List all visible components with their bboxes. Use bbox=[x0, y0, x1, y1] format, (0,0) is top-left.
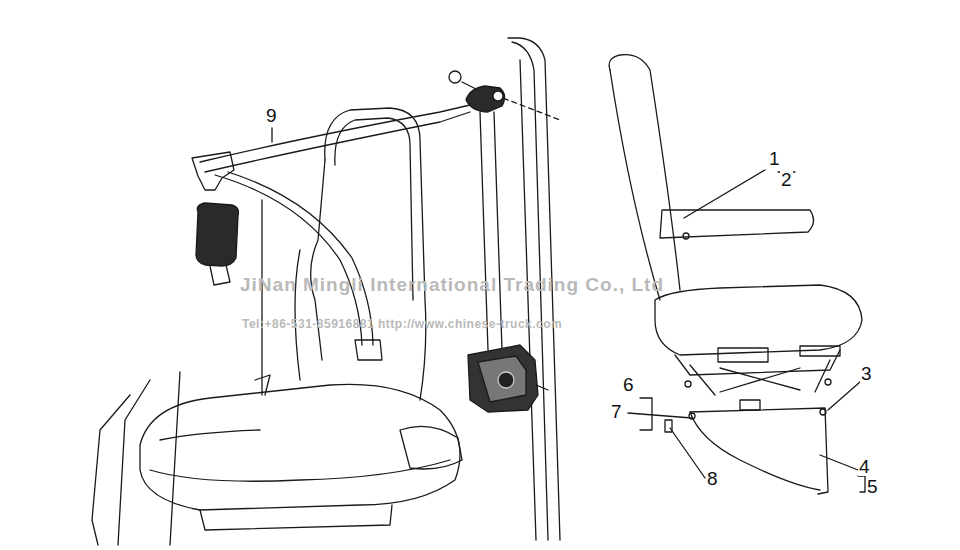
seat-back bbox=[311, 160, 325, 360]
belt-anchor bbox=[355, 340, 382, 360]
leader-line bbox=[820, 455, 858, 470]
seat-line bbox=[255, 375, 270, 395]
callout-number: 7 bbox=[610, 402, 623, 421]
seat-back bbox=[295, 250, 300, 380]
seat-frame bbox=[690, 360, 830, 395]
leader-line bbox=[628, 413, 692, 418]
belt-webbing bbox=[494, 112, 502, 350]
buckle bbox=[210, 265, 230, 285]
retractor bbox=[478, 356, 526, 402]
callout-number: 8 bbox=[706, 469, 719, 488]
seat-cushion bbox=[160, 430, 260, 440]
seat-back bbox=[335, 118, 413, 300]
leader-bracket bbox=[858, 476, 865, 492]
belt-webbing bbox=[205, 112, 470, 172]
retractor bbox=[498, 372, 514, 388]
bolt bbox=[449, 71, 461, 83]
cab-line bbox=[170, 372, 180, 545]
callout-number: 1 bbox=[768, 149, 781, 168]
leader-line bbox=[828, 382, 860, 410]
seat-back bbox=[610, 70, 660, 300]
upper-anchor bbox=[493, 91, 503, 101]
belt-webbing bbox=[480, 112, 488, 350]
retractor bbox=[468, 345, 538, 412]
seat-cushion bbox=[655, 285, 862, 355]
seat-line bbox=[261, 200, 262, 395]
watermark: JiNan Mingli International Trading Co., … bbox=[240, 275, 664, 294]
callout-number: 9 bbox=[265, 106, 278, 125]
slider bbox=[718, 348, 768, 362]
cab-line bbox=[92, 395, 130, 545]
seat-back bbox=[325, 108, 426, 400]
bolt bbox=[685, 381, 691, 387]
watermark: Tel:+86-531-85916881 http://www.chinese-… bbox=[242, 318, 562, 330]
callout-number: 2 bbox=[780, 170, 793, 189]
retractor-bolt bbox=[536, 385, 548, 390]
leader-line bbox=[670, 428, 705, 478]
belt-guide bbox=[192, 152, 234, 190]
buckle bbox=[196, 203, 238, 266]
bolt bbox=[825, 379, 831, 385]
armrest bbox=[683, 233, 689, 239]
upper-anchor bbox=[466, 86, 505, 112]
callout-number: 4 bbox=[858, 457, 871, 476]
callout-number: 3 bbox=[860, 364, 873, 383]
seat-cushion bbox=[150, 460, 450, 481]
slider bbox=[800, 346, 840, 356]
leader-line bbox=[271, 128, 272, 142]
mount-plate bbox=[690, 408, 828, 494]
leader-line bbox=[684, 170, 765, 218]
cab-line bbox=[118, 380, 150, 545]
leader-bracket bbox=[640, 398, 652, 430]
door-frame bbox=[520, 60, 536, 540]
armrest bbox=[660, 210, 814, 238]
mount-plate bbox=[740, 400, 760, 410]
mount-plate bbox=[690, 412, 820, 490]
seat-cushion bbox=[140, 384, 460, 510]
seat-base bbox=[200, 505, 392, 530]
belt-webbing bbox=[200, 105, 470, 162]
seat-back bbox=[609, 55, 680, 290]
callout-number: 6 bbox=[622, 375, 635, 394]
seat-handle bbox=[400, 426, 462, 469]
bolt bbox=[820, 409, 826, 415]
callout-number: 5 bbox=[866, 477, 879, 496]
